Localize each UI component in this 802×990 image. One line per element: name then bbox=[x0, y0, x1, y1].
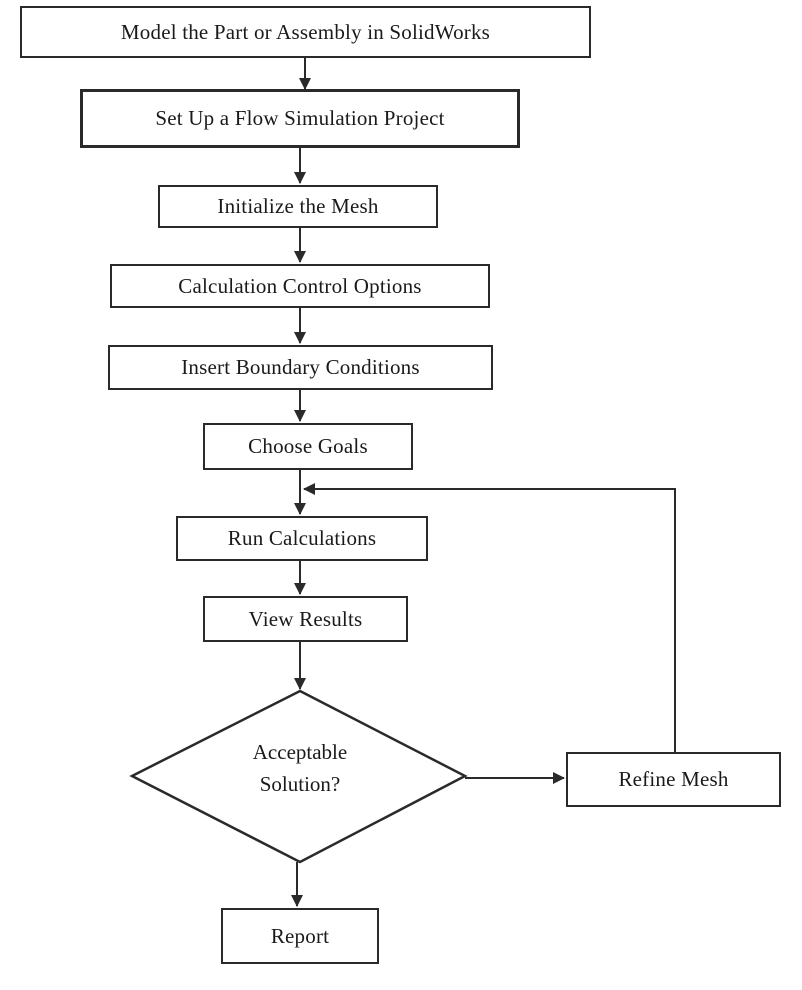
decision-label-line1: Acceptable bbox=[252, 740, 348, 764]
step-initialize-mesh: Initialize the Mesh bbox=[158, 185, 438, 228]
step-view-results: View Results bbox=[203, 596, 408, 642]
step-choose-goals: Choose Goals bbox=[203, 423, 413, 470]
step-model-part: Model the Part or Assembly in SolidWorks bbox=[20, 6, 591, 58]
decision-diamond bbox=[129, 689, 468, 864]
step-view-results-label: View Results bbox=[248, 606, 363, 631]
step-setup-project: Set Up a Flow Simulation Project bbox=[80, 89, 520, 148]
step-run-calculations: Run Calculations bbox=[176, 516, 428, 561]
step-boundary-conditions: Insert Boundary Conditions bbox=[108, 345, 493, 390]
step-boundary-conditions-label: Insert Boundary Conditions bbox=[181, 355, 420, 379]
step-setup-project-label: Set Up a Flow Simulation Project bbox=[155, 106, 445, 130]
step-refine-mesh-label: Refine Mesh bbox=[618, 767, 729, 791]
step-run-calculations-label: Run Calculations bbox=[227, 526, 377, 550]
step-initialize-mesh-label: Initialize the Mesh bbox=[217, 194, 379, 218]
step-choose-goals-label: Choose Goals bbox=[248, 434, 368, 458]
step-refine-mesh: Refine Mesh bbox=[566, 752, 781, 807]
step-model-part-label: Model the Part or Assembly in SolidWorks bbox=[120, 19, 491, 44]
step-report-label: Report bbox=[270, 923, 330, 948]
step-report: Report bbox=[221, 908, 379, 964]
decision-label: Acceptable Solution? bbox=[205, 736, 395, 800]
step-calculation-control-label: Calculation Control Options bbox=[178, 273, 422, 298]
decision-label-line2: Solution? bbox=[259, 772, 341, 796]
loop-refine-to-run bbox=[303, 483, 676, 752]
step-calculation-control: Calculation Control Options bbox=[110, 264, 490, 308]
